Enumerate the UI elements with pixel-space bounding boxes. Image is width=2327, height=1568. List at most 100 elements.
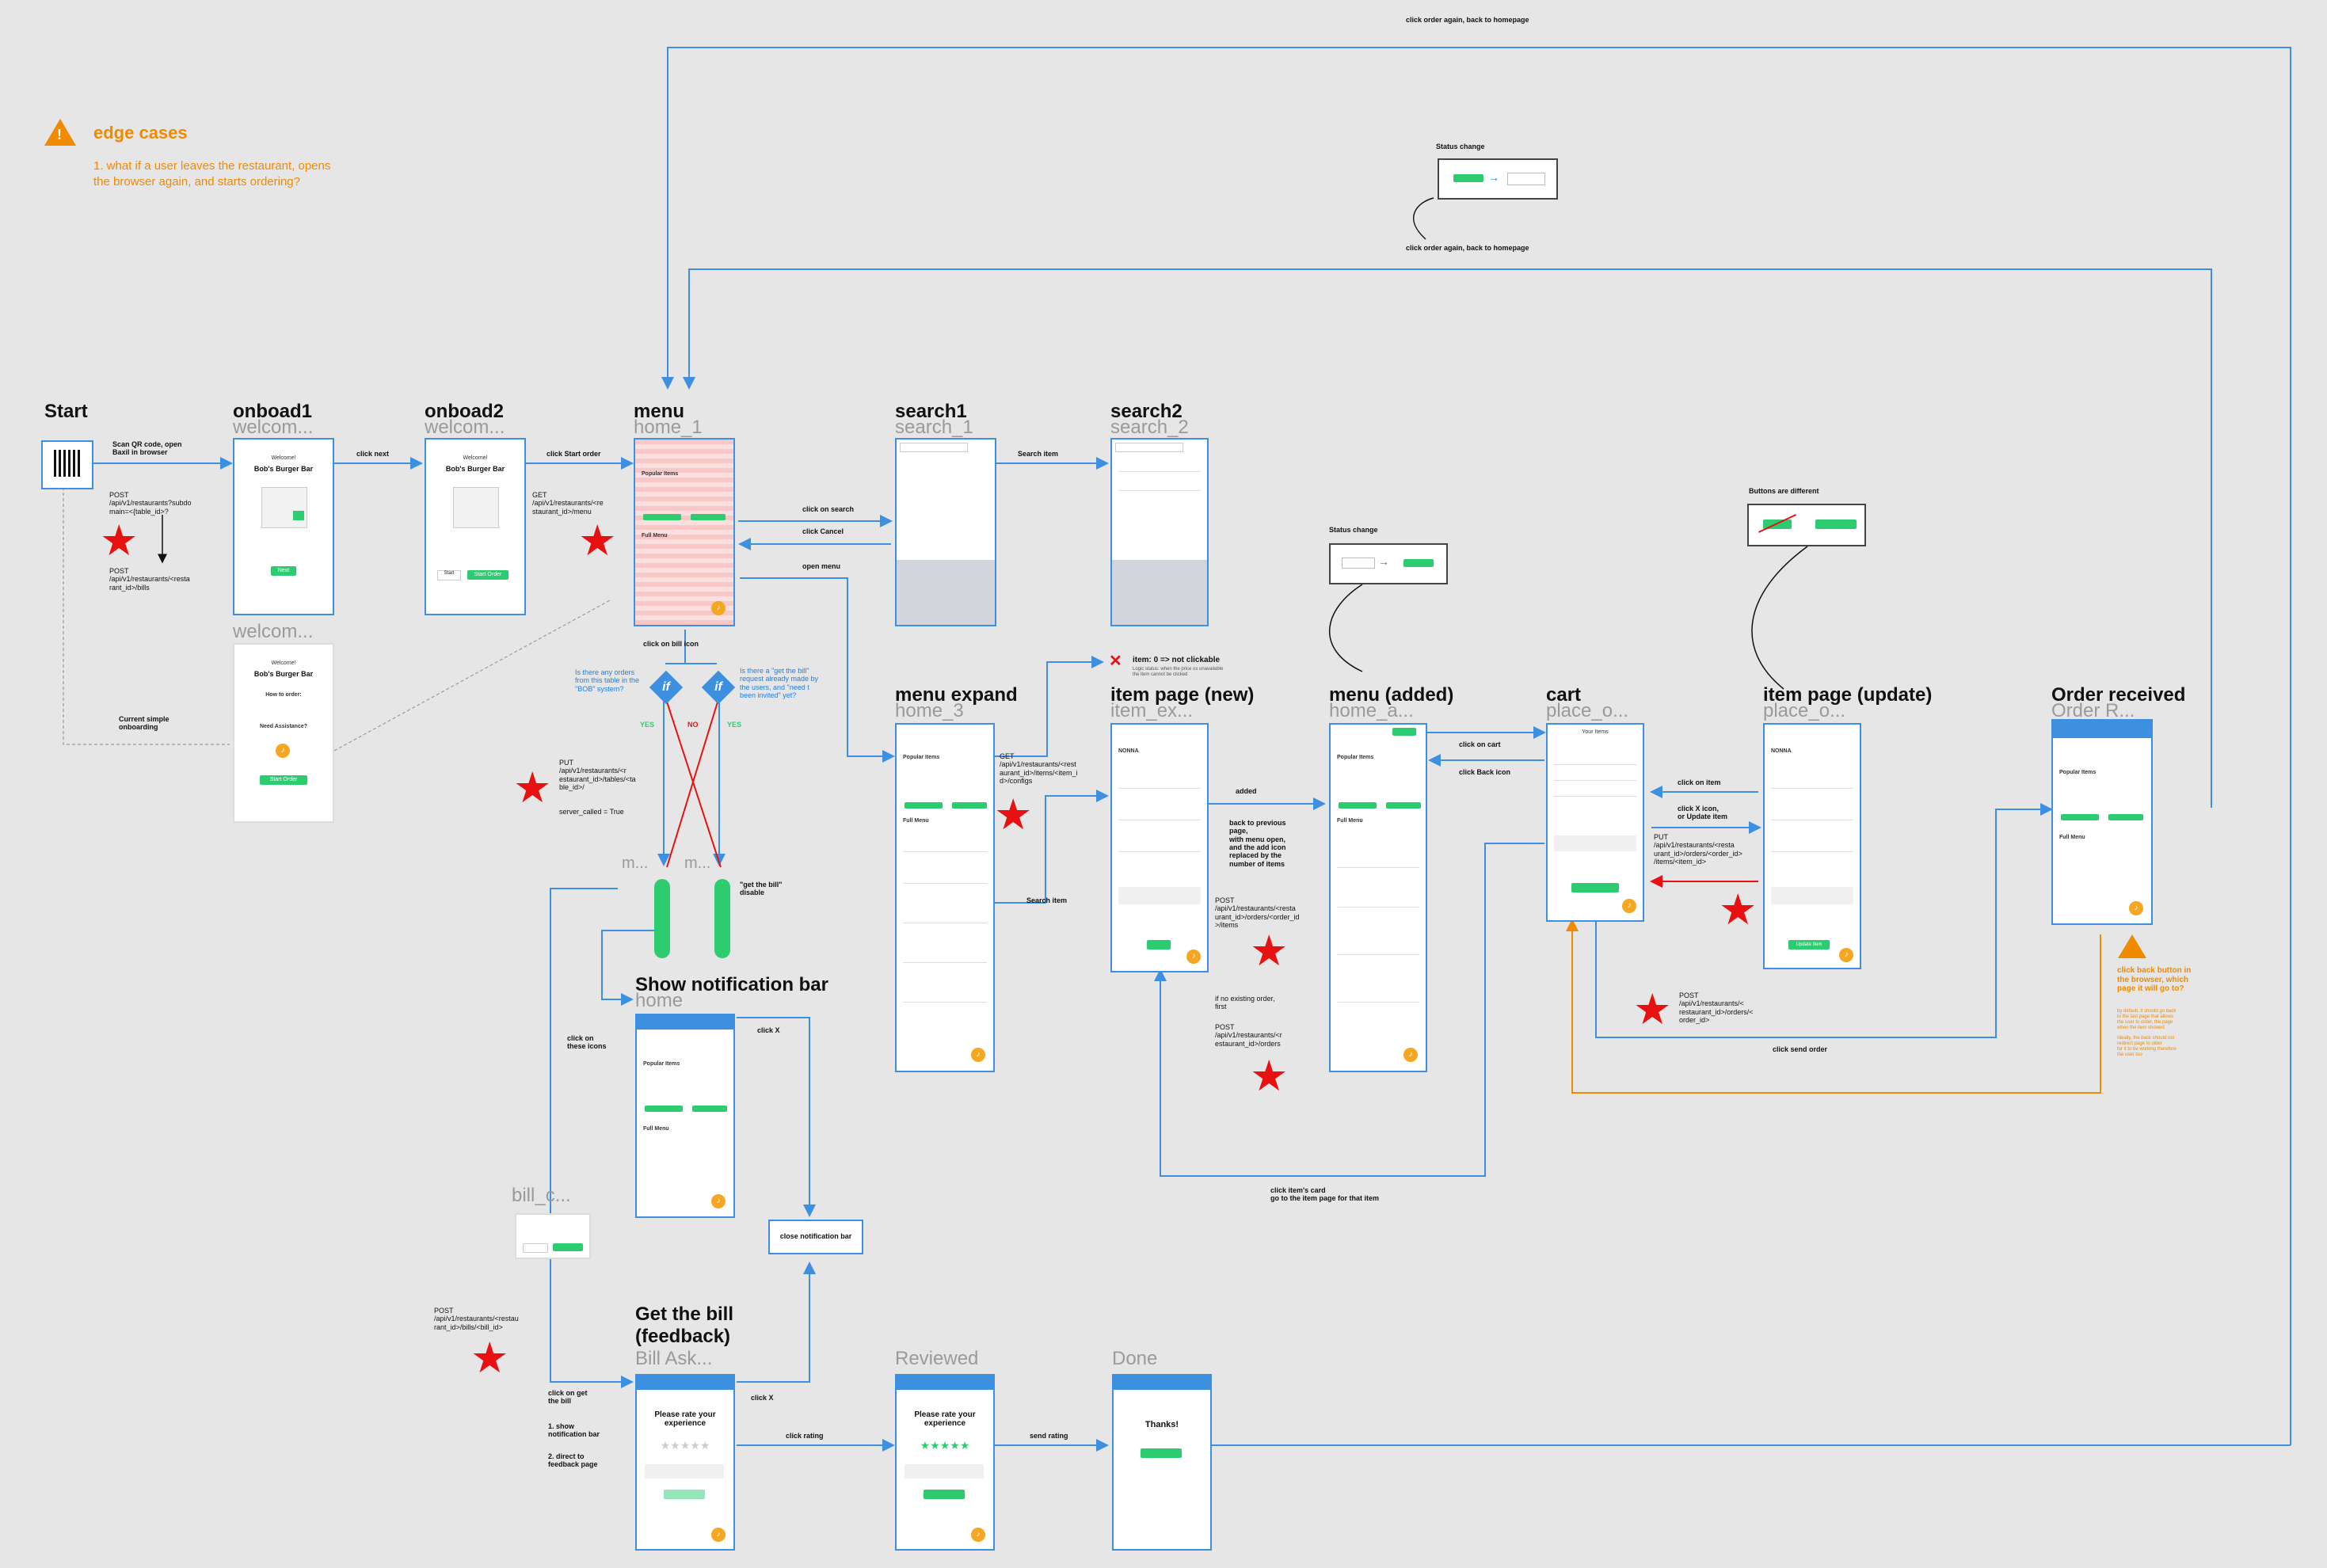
item-page-update-sub: place_o... bbox=[1763, 700, 1846, 721]
start-order-button[interactable]: Start Order bbox=[260, 775, 307, 785]
bell-icon[interactable]: ♪ bbox=[971, 1528, 985, 1542]
click-on-item-label: click on item bbox=[1678, 778, 1721, 786]
reviewed-sub: Reviewed bbox=[895, 1348, 979, 1369]
cart-header: Your Items bbox=[1582, 729, 1609, 735]
search-input[interactable] bbox=[1115, 443, 1183, 452]
reviewed-screen: Please rate your experience ★★★★★ ♪ bbox=[895, 1374, 995, 1551]
search2-sub: search_2 bbox=[1110, 417, 1189, 438]
if-left-note: Is there any orders from this table in t… bbox=[575, 668, 640, 693]
post-order-send-label: POST /api/v1/restaurants/< restaurant_id… bbox=[1679, 991, 1754, 1025]
click-cancel-label: click Cancel bbox=[802, 527, 844, 535]
item-page-update-screen: NONNA Update Item ♪ bbox=[1763, 723, 1861, 969]
status-change-label: Status change bbox=[1436, 143, 1485, 150]
how-to-order: How to order: bbox=[265, 692, 302, 698]
bill-c-sub: bill_c... bbox=[512, 1185, 571, 1206]
item-page-new-screen: NONNA ♪ bbox=[1110, 723, 1209, 972]
start-screen bbox=[41, 440, 93, 489]
bell-icon[interactable]: ♪ bbox=[1186, 950, 1201, 964]
full-menu: Full Menu bbox=[1337, 818, 1363, 824]
show-notification-screen: Popular Items Full Menu ♪ bbox=[635, 1014, 735, 1218]
menu-illustration bbox=[261, 487, 307, 528]
welcome-text: Welcome! bbox=[463, 455, 488, 461]
status-change-box-2: → bbox=[1329, 543, 1448, 584]
update-item-button[interactable]: Update Item bbox=[1788, 940, 1830, 950]
order-received-title: Order received bbox=[2051, 684, 2186, 706]
notification-bar bbox=[637, 1376, 733, 1390]
x-icon: ✕ bbox=[1109, 653, 1122, 670]
arrow-right-icon: → bbox=[1488, 171, 1499, 184]
click-next-label: click next bbox=[356, 450, 390, 458]
popular-items: Popular Items bbox=[903, 755, 940, 760]
rating-stars[interactable]: ★★★★★ bbox=[660, 1439, 710, 1452]
menu-expand-sub: home_3 bbox=[895, 700, 964, 721]
star-icon: ★ bbox=[994, 791, 1033, 839]
get-bill-button[interactable] bbox=[553, 1243, 583, 1251]
keyboard[interactable] bbox=[897, 560, 995, 625]
rate-text: Please rate your experience bbox=[654, 1410, 716, 1428]
click-x-update-label: click X icon, or Update item bbox=[1678, 805, 1728, 821]
m2-sub: m... bbox=[684, 854, 711, 872]
bell-icon[interactable]: ♪ bbox=[971, 1048, 985, 1062]
cancel-button[interactable] bbox=[523, 1243, 548, 1253]
rate-text: Please rate your experience bbox=[914, 1410, 976, 1428]
popular-items: Popular Items bbox=[2059, 770, 2097, 775]
menu-added-screen: Popular Items Full Menu ♪ bbox=[1329, 723, 1427, 1072]
popular-items: Popular Items bbox=[643, 1061, 680, 1067]
bell-icon[interactable]: ♪ bbox=[711, 1194, 726, 1208]
cart-sub: place_o... bbox=[1546, 700, 1629, 721]
click-on-search-label: click on search bbox=[802, 505, 855, 513]
phone-icon bbox=[293, 511, 304, 520]
qr-code-icon bbox=[54, 450, 81, 477]
next-button[interactable]: Next bbox=[271, 566, 296, 576]
star-icon: ★ bbox=[1633, 986, 1672, 1033]
cart-button[interactable] bbox=[1392, 728, 1416, 736]
start-button[interactable]: Start bbox=[437, 570, 461, 580]
send-rating-button[interactable] bbox=[924, 1490, 965, 1499]
star-icon: ★ bbox=[100, 517, 139, 565]
click-rating-label: click rating bbox=[786, 1432, 824, 1440]
bell-icon[interactable]: ♪ bbox=[711, 601, 726, 615]
onboad2-screen: Welcome! Bob's Burger Bar Start Start Or… bbox=[425, 438, 526, 615]
no-label: NO bbox=[687, 721, 699, 729]
yes-label: YES bbox=[640, 721, 655, 729]
add-button[interactable] bbox=[1147, 940, 1171, 950]
click-start-order-label: click Start order bbox=[547, 450, 601, 458]
post-bill-label: POST /api/v1/restaurants/<restau rant_id… bbox=[434, 1307, 519, 1331]
put-item-label: PUT /api/v1/restaurants/<resta urant_id>… bbox=[1654, 833, 1742, 866]
warning-icon bbox=[44, 119, 76, 146]
added-label: added bbox=[1236, 787, 1257, 795]
send-order-button[interactable] bbox=[1571, 883, 1619, 892]
bell-icon[interactable]: ♪ bbox=[1403, 1048, 1418, 1062]
keyboard[interactable] bbox=[1112, 560, 1207, 625]
bell-icon[interactable]: ♪ bbox=[711, 1528, 726, 1542]
click-on-icons-label: click on these icons bbox=[567, 1034, 607, 1051]
menu-expand-title: menu expand bbox=[895, 684, 1018, 706]
get-bill-sub: Bill Ask... bbox=[635, 1348, 713, 1369]
send-rating-button[interactable] bbox=[664, 1490, 705, 1499]
if-label: if bbox=[714, 680, 722, 694]
feedback-input[interactable] bbox=[905, 1464, 984, 1479]
bell-icon[interactable]: ♪ bbox=[1622, 899, 1636, 913]
search1-sub: search_1 bbox=[895, 417, 973, 438]
post-orders-label: POST /api/v1/restaurants/<r estaurant_id… bbox=[1215, 1023, 1282, 1048]
feedback-input[interactable] bbox=[645, 1464, 724, 1479]
star-icon: ★ bbox=[1719, 886, 1758, 934]
welcome3-screen: Welcome! Bob's Burger Bar How to order: … bbox=[233, 643, 334, 823]
welcome-text: Welcome! bbox=[271, 660, 296, 666]
search-input[interactable] bbox=[900, 443, 968, 452]
menu-added-title: menu (added) bbox=[1329, 684, 1454, 706]
yes-label: YES bbox=[727, 721, 742, 729]
bell-icon[interactable]: ♪ bbox=[2129, 901, 2143, 915]
search2-title: search2 bbox=[1110, 401, 1183, 422]
full-menu: Full Menu bbox=[643, 1126, 669, 1132]
rating-stars[interactable]: ★★★★★ bbox=[920, 1439, 970, 1452]
show-notification-sub: home bbox=[635, 990, 684, 1011]
need-assistance: Need Assistance? bbox=[259, 724, 308, 729]
start-order-button[interactable]: Start Order bbox=[467, 570, 508, 580]
server-called-label: server_called = True bbox=[559, 808, 624, 816]
done-button[interactable] bbox=[1141, 1448, 1182, 1458]
notification-bar bbox=[1114, 1376, 1210, 1390]
star-icon: ★ bbox=[578, 517, 617, 565]
top-loop-label: click order again, back to homepage bbox=[1406, 16, 1529, 24]
bell-icon[interactable]: ♪ bbox=[1839, 948, 1853, 962]
